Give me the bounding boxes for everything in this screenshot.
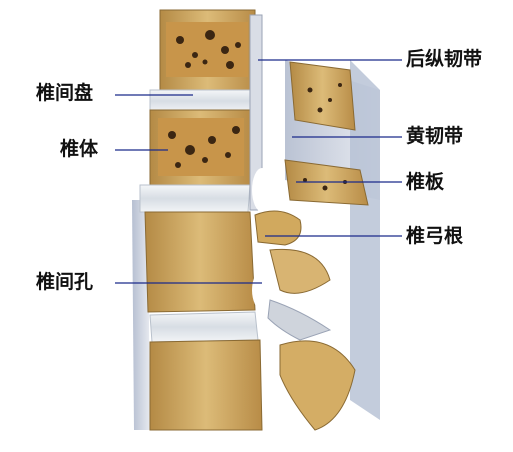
label-lamina: 椎板 xyxy=(406,171,445,193)
middle-cancellous xyxy=(158,118,244,176)
pedicle xyxy=(254,210,302,246)
label-ligamentum-flavum: 黄韧带 xyxy=(406,125,464,147)
upper-intervertebral-disc xyxy=(149,89,256,113)
label-posterior-longitudinal-ligament: 后纵韧带 xyxy=(406,48,483,70)
inferior-process xyxy=(279,340,356,431)
lower-vertebral-body xyxy=(144,211,256,313)
anterior-ligament xyxy=(132,200,150,430)
upper-lamina xyxy=(289,61,356,131)
label-intervertebral-disc: 椎间盘 xyxy=(36,82,94,104)
articular-process xyxy=(269,248,331,294)
label-vertebral-body: 椎体 xyxy=(60,138,99,160)
label-intervertebral-foramen: 椎间孔 xyxy=(36,271,94,293)
label-pedicle: 椎弓根 xyxy=(406,225,464,247)
lower-intervertebral-disc xyxy=(139,184,251,213)
upper-cancellous xyxy=(166,22,248,77)
